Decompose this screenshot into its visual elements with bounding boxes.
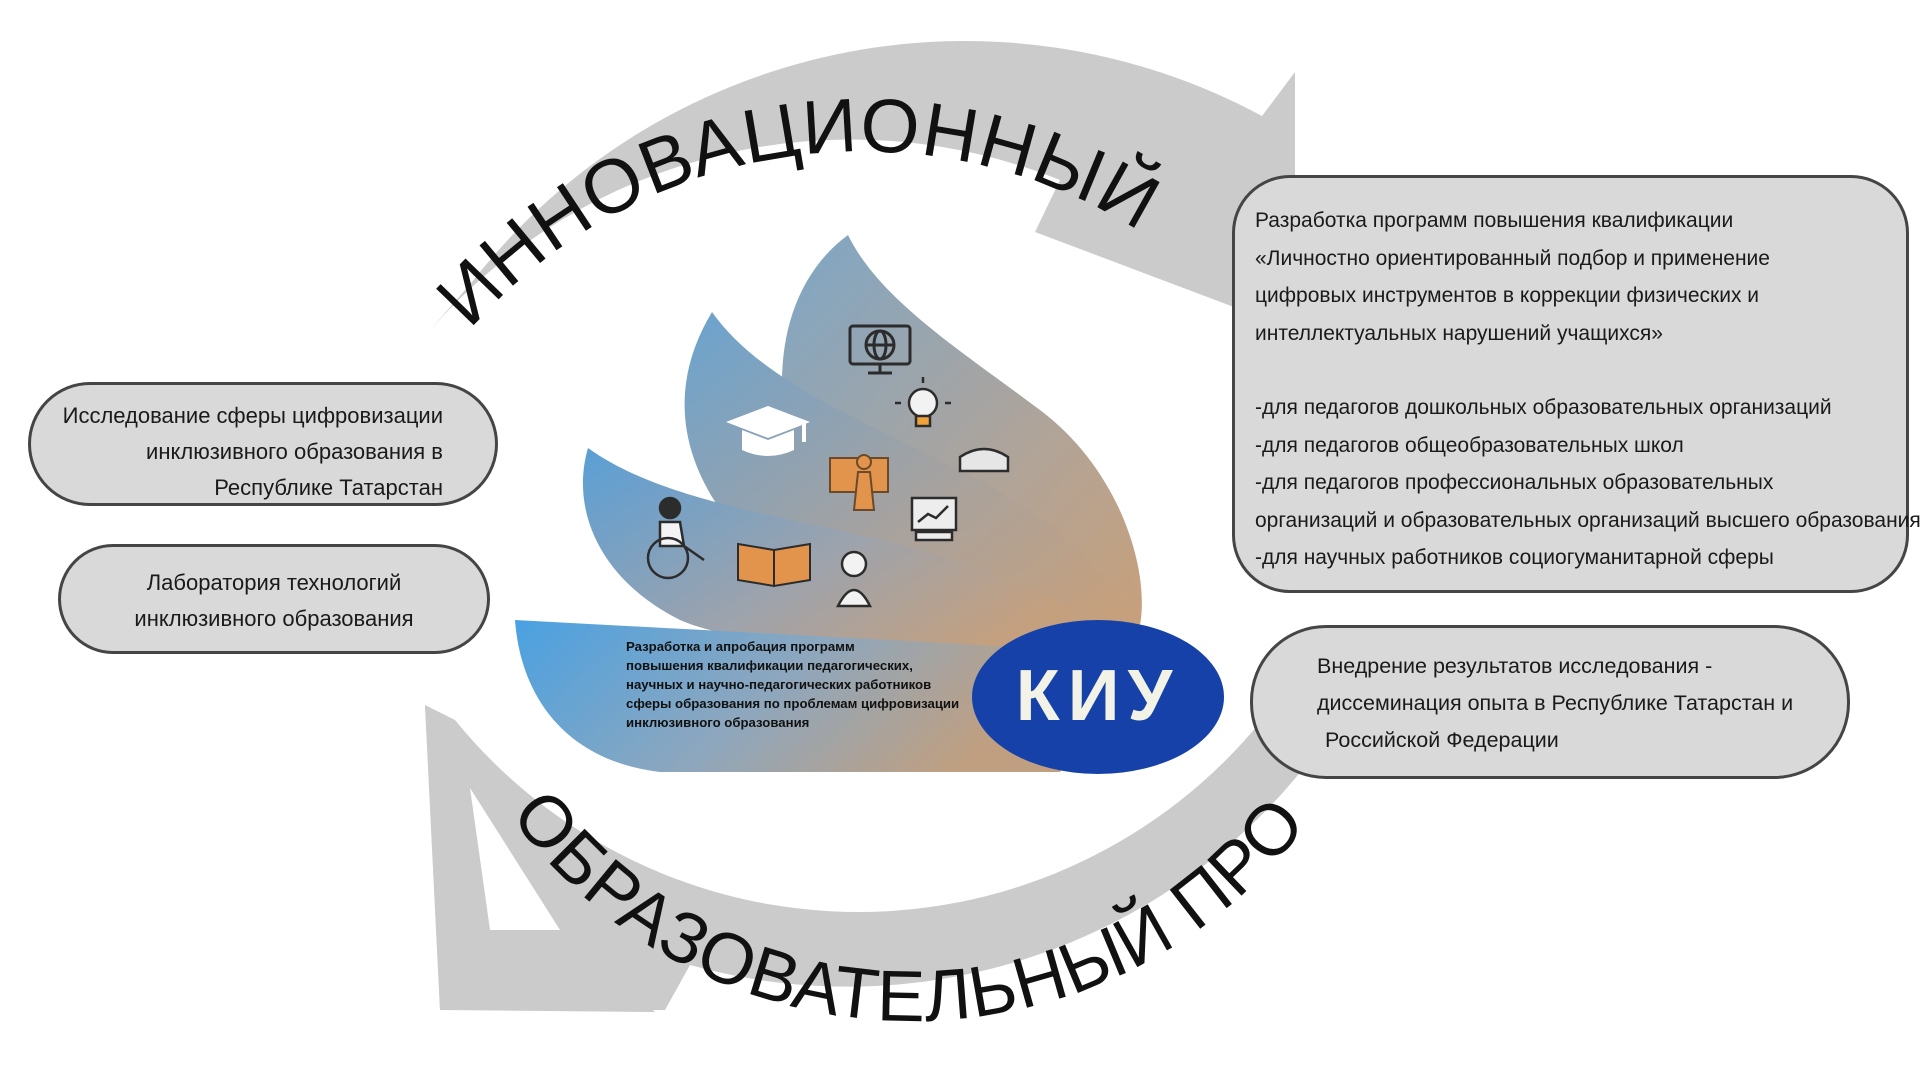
dissemination-box-line: диссеминация опыта в Республике Татарста…: [1317, 691, 1794, 715]
programs-audience-line: организаций и образовательных организаци…: [1255, 508, 1920, 532]
fan-caption-line: научных и научно-педагогических работник…: [626, 677, 932, 692]
laboratory-box-line: инклюзивного образования: [134, 606, 414, 631]
programs-audience-line: -для педагогов общеобразовательных школ: [1255, 433, 1684, 457]
cycle-arrows: [425, 40, 1310, 1012]
fan-graphic: [515, 235, 1142, 772]
kiu-logo-text: КИУ: [1016, 656, 1180, 736]
research-box-line: Исследование сферы цифровизации: [62, 403, 443, 428]
graduation-cap-icon: [726, 406, 810, 456]
research-box: Исследование сферы цифровизации инклюзив…: [28, 382, 498, 506]
dissemination-box-line: Российской Федерации: [1325, 728, 1559, 752]
research-box-line: Республике Татарстан: [214, 475, 443, 500]
robot-icon: [835, 550, 873, 608]
programs-audience-line: -для педагогов дошкольных образовательны…: [1255, 396, 1832, 419]
open-book-icon: [737, 542, 811, 588]
wheelchair-user-icon: [646, 496, 705, 580]
fan-petal-2: [582, 448, 1110, 649]
laboratory-box-line: Лаборатория технологий: [146, 570, 402, 595]
programs-audience-line: -для педагогов профессиональных образова…: [1255, 471, 1774, 494]
programs-title-line: интеллектуальных нарушений учащихся»: [1255, 321, 1663, 345]
bottom-arrow-head: [425, 705, 655, 1012]
research-box-line: инклюзивного образования в: [146, 439, 443, 464]
dissemination-box-line: Внедрение результатов исследования -: [1317, 654, 1713, 678]
fan-caption-line: инклюзивного образования: [626, 715, 810, 730]
vr-goggles-icon: [958, 447, 1010, 473]
fan-caption: Разработка и апробация программ повышени…: [626, 637, 971, 732]
bottom-cycle-arrow: [425, 705, 1310, 1010]
programs-audience-line: -для научных работников социогуманитарно…: [1255, 546, 1774, 569]
person-presentation-icon: [829, 454, 889, 511]
programs-title-line: Разработка программ повышения квалификац…: [1255, 209, 1734, 232]
kiu-logo: [972, 620, 1224, 774]
programs-title-line: цифровых инструментов в коррекции физиче…: [1255, 284, 1760, 307]
globe-computer-icon: [848, 324, 912, 375]
training-programs-box: Разработка программ повышения квалификац…: [1232, 175, 1920, 593]
fan-petal-1: [515, 620, 1075, 772]
fan-caption-line: сферы образования по проблемам цифровиза…: [626, 696, 960, 711]
fan-caption-line: повышения квалификации педагогических,: [626, 658, 913, 673]
top-cycle-arrow: [430, 40, 1295, 330]
dissemination-box: Внедрение результатов исследования - дис…: [1250, 625, 1850, 779]
laboratory-box: Лаборатория технологий инклюзивного обра…: [58, 544, 490, 654]
spacer: [1255, 352, 1886, 389]
programs-title-line: «Личностно ориентированный подбор и прим…: [1255, 246, 1770, 270]
chart-monitor-icon: [910, 496, 958, 542]
lightbulb-icon: [895, 377, 951, 428]
fan-caption-line: Разработка и апробация программ: [626, 639, 855, 654]
bottom-arrow-notch: [470, 788, 560, 930]
